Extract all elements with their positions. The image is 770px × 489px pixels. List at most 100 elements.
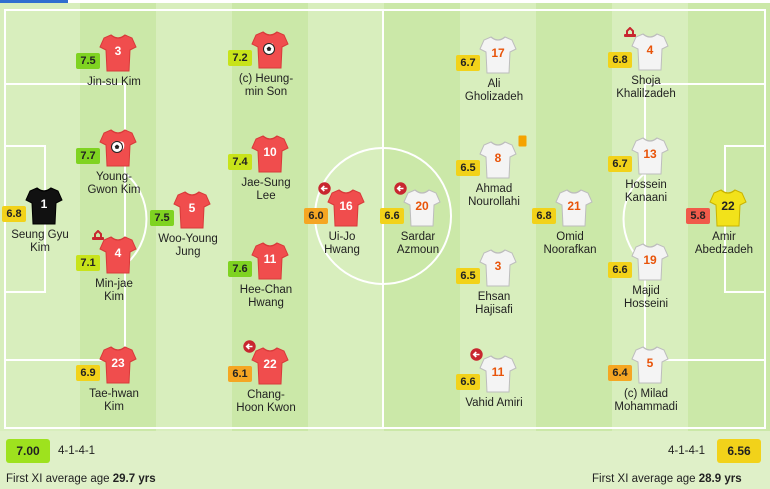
- away-formation: 4-1-4-1: [668, 445, 706, 457]
- shirt-icon: 23: [99, 345, 137, 385]
- player-name-line: Seung Gyu: [11, 229, 69, 241]
- shirt-number: 22: [721, 199, 735, 213]
- player-rating: 6.7: [456, 55, 480, 71]
- substitution-off-icon: [318, 182, 331, 200]
- player-name-line: Jung: [175, 246, 201, 258]
- shirt-number: 13: [643, 147, 657, 161]
- shirt-number: 19: [643, 253, 657, 267]
- shirt-number: 11: [263, 252, 277, 266]
- active-tab-indicator: [0, 0, 68, 3]
- player-name-line: Jae-Sung: [241, 177, 291, 189]
- away-average-age-label: First XI average age: [592, 473, 696, 485]
- home-team-rating: 7.00: [6, 439, 50, 463]
- player-rating: 7.6: [228, 261, 252, 277]
- player-name-line: Abedzadeh: [694, 244, 754, 256]
- shirt-number: 17: [491, 46, 505, 60]
- top-tab-strip: [0, 0, 770, 3]
- player-rating: 6.5: [456, 160, 480, 176]
- shirt-icon: 11: [479, 354, 517, 394]
- player-name-line: Tae-hwan: [89, 388, 139, 400]
- shirt-number: 11: [491, 365, 505, 379]
- shirt-icon: 13: [631, 136, 669, 176]
- injury-icon: [91, 229, 105, 247]
- substitution-off-icon: [470, 348, 483, 366]
- home-average-age: First XI average age 29.7 yrs: [6, 473, 156, 485]
- player-name-line: Mohammadi: [614, 401, 678, 413]
- player-rating: 7.7: [76, 148, 100, 164]
- shirt-number: 20: [415, 199, 429, 213]
- shirt-number: 10: [263, 145, 277, 159]
- player-rating: 6.6: [608, 262, 632, 278]
- shirt-number: 5: [188, 201, 196, 215]
- player-rating: 5.8: [686, 208, 710, 224]
- player-name-line: Vahid Amiri: [465, 397, 523, 409]
- player-name-line: Nourollahi: [468, 196, 520, 208]
- player-name-line: Azmoun: [396, 244, 440, 256]
- player-name-line: Ehsan: [477, 291, 511, 303]
- player-rating: 6.1: [228, 366, 252, 382]
- shirt-icon: 5: [173, 190, 211, 230]
- home-average-age-label: First XI average age: [6, 473, 110, 485]
- away-average-age-value: 28.9 yrs: [698, 473, 742, 485]
- home-formation: 4-1-4-1: [58, 445, 96, 457]
- shirt-number: 4: [646, 43, 654, 57]
- player-name-line: Ali: [487, 78, 501, 90]
- player-name-line: (c) Milad: [623, 388, 669, 400]
- player-name-line: Hossein: [625, 179, 667, 191]
- shirt-number: 1: [40, 197, 48, 211]
- yellow-card-icon: [518, 134, 527, 152]
- player-name-line: Khalilzadeh: [616, 88, 676, 100]
- player-name: Vahid Amiri: [444, 397, 544, 410]
- player-name-line: Noorafkan: [543, 244, 597, 256]
- player-rating: 7.5: [76, 53, 100, 69]
- player-name-line: min Son: [244, 86, 288, 98]
- shirt-number: 3: [494, 259, 502, 273]
- player-name-line: Min-jae: [95, 278, 133, 290]
- shirt-icon: 20: [403, 188, 441, 228]
- away-average-age: First XI average age 28.9 yrs: [592, 473, 742, 485]
- player-name-line: Ui-Jo: [328, 231, 356, 243]
- player-name-line: Amir: [712, 231, 736, 243]
- player-name-line: Sardar: [400, 231, 436, 243]
- player-rating: 6.6: [380, 208, 404, 224]
- player-name-line: Gwon Kim: [87, 184, 141, 196]
- player-name-line: Chang-: [247, 389, 285, 401]
- player-rating: 6.6: [456, 374, 480, 390]
- shirt-number: 8: [494, 151, 502, 165]
- player-rating: 7.4: [228, 154, 252, 170]
- player-name-line: Kim: [30, 242, 50, 254]
- shirt-icon: 16: [327, 188, 365, 228]
